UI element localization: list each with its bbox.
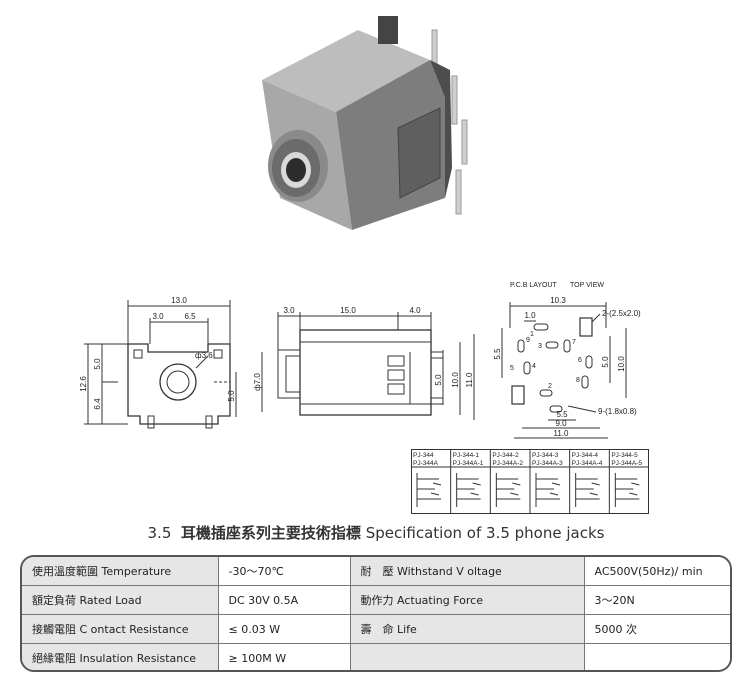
pin-5: 5 <box>510 365 514 372</box>
pin-3: 3 <box>538 343 542 350</box>
pin-9: 9 <box>526 337 530 344</box>
model-name: PJ-344-1 <box>453 452 480 459</box>
dim-hole: ф3.6 <box>195 351 213 360</box>
spec-label: 使用溫度範圍 Temperature <box>22 557 219 586</box>
spec-label: 耐 壓 Withstand V oltage <box>349 557 585 586</box>
spec-row: 額定負荷 Rated Load DC 30V 0.5A 動作力 Actuatin… <box>22 585 730 615</box>
dim-h-right: 5.0 <box>227 390 236 402</box>
spec-value <box>583 643 730 670</box>
contact-schematic-icon <box>535 473 561 507</box>
spec-value: AC500V(50Hz)/ min <box>583 557 730 586</box>
dim-w2: 6.5 <box>184 312 196 321</box>
pin-2: 2 <box>548 383 552 390</box>
dim-d3: 4.0 <box>409 306 421 315</box>
title-en: Specification of 3.5 phone jacks <box>365 524 605 542</box>
contact-schematic-icon <box>495 473 521 507</box>
dim-width: 13.0 <box>171 296 187 305</box>
dim-h2: 10.0 <box>451 372 460 388</box>
pcb-b2: 9.0 <box>555 419 567 428</box>
pcb-v2: 5.0 <box>601 356 610 368</box>
spec-row: 絕緣電阻 Insulation Resistance ≥ 100M W <box>22 643 730 670</box>
contact-schematic-icon <box>416 473 442 507</box>
pcb-b3: 11.0 <box>554 429 570 438</box>
dim-w1: 3.0 <box>152 312 164 321</box>
dim-d2: 15.0 <box>340 306 356 315</box>
dim-h-bottom: 6.4 <box>93 398 102 410</box>
spec-label: 絕緣電阻 Insulation Resistance <box>22 643 219 670</box>
spec-value: 3～20N <box>583 585 730 615</box>
side-view-drawing: 3.0 15.0 4.0 ф7.0 5.0 10.0 11.0 <box>253 306 475 420</box>
contact-schematic-icon <box>575 473 600 507</box>
spec-value: ≤ 0.03 W <box>217 614 351 644</box>
spec-value: ≥ 100M W <box>217 643 351 670</box>
contact-schematic-icon <box>456 473 481 507</box>
spec-value: 5000 次 <box>583 614 730 644</box>
spec-label: 接觸電阻 C ontact Resistance <box>22 614 219 644</box>
pin-7: 7 <box>572 339 576 346</box>
contact-schematic-icon <box>614 473 640 507</box>
spec-label: 額定負荷 Rated Load <box>22 585 219 615</box>
pin-4: 4 <box>532 363 536 370</box>
pin-8: 8 <box>576 377 580 384</box>
pcb-v3: 10.0 <box>617 356 626 372</box>
spec-label: 壽 命 Life <box>349 614 585 644</box>
spec-table: 使用溫度範圍 Temperature -30～70℃ 耐 壓 Withstand… <box>20 555 732 672</box>
dim-h-top: 5.0 <box>93 358 102 370</box>
spec-value: -30～70℃ <box>217 557 351 586</box>
spec-label: 動作力 Actuating Force <box>349 585 585 615</box>
pcb-pads: 9-(1.8x0.8) <box>598 407 637 416</box>
spec-value: DC 30V 0.5A <box>217 585 351 615</box>
model-name: PJ-344A-3 <box>532 460 563 467</box>
model-name: PJ-344A <box>413 460 439 467</box>
pin-1: 1 <box>530 331 534 338</box>
spec-row: 接觸電阻 C ontact Resistance ≤ 0.03 W 壽 命 Li… <box>22 614 730 644</box>
pcb-header-right: TOP VIEW <box>570 282 604 289</box>
dim-h1: 5.0 <box>434 374 443 386</box>
model-name: PJ-344A-4 <box>572 460 603 467</box>
section-title: 3.5 耳機插座系列主要技術指標 Specification of 3.5 ph… <box>0 522 752 543</box>
product-photo <box>262 16 468 230</box>
dim-h-total: 12.6 <box>79 376 88 392</box>
spec-label <box>349 643 585 670</box>
pin-6: 6 <box>578 357 582 364</box>
model-name: PJ-344A-2 <box>492 460 523 467</box>
model-name: PJ-344 <box>413 452 434 459</box>
model-name: PJ-344-3 <box>532 452 559 459</box>
model-name: PJ-344-2 <box>492 452 519 459</box>
model-name: PJ-344A-1 <box>453 460 484 467</box>
dim-h3: 11.0 <box>465 372 474 388</box>
dim-d1: 3.0 <box>283 306 295 315</box>
pcb-header-left: P.C.B LAYOUT <box>510 282 558 289</box>
pcb-b1: 5.5 <box>556 410 568 419</box>
model-name: PJ-344-5 <box>611 452 638 459</box>
front-view-drawing: 13.0 3.0 6.5 ф3.6 12.6 5.0 6.4 5.0 <box>79 296 237 429</box>
pcb-v1: 5.5 <box>493 348 502 360</box>
pcb-d1: 1.0 <box>524 311 536 320</box>
model-name: PJ-344-4 <box>572 452 599 459</box>
title-number: 3.5 <box>147 524 172 542</box>
title-zh: 耳機插座系列主要技術指標 <box>180 524 361 542</box>
pcb-slot: 2-(2.5x2.0) <box>602 309 641 318</box>
dim-dia: ф7.0 <box>253 373 262 391</box>
pcb-width: 10.3 <box>550 296 566 305</box>
spec-row: 使用溫度範圍 Temperature -30～70℃ 耐 壓 Withstand… <box>22 557 730 586</box>
model-name: PJ-344A-5 <box>611 460 642 467</box>
pcb-layout-drawing: P.C.B LAYOUT TOP VIEW 10.3 1.0 2-(2.5x2.… <box>493 282 641 439</box>
